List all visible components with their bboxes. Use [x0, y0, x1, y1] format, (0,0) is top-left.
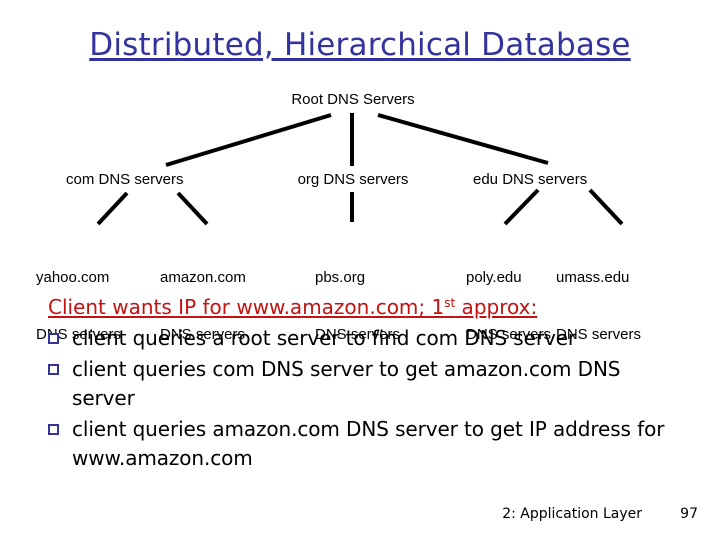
tree-node-com: com DNS servers	[66, 171, 184, 188]
list-item: client queries a root server to find com…	[48, 324, 688, 353]
footer-chapter-label: 2: Application Layer	[502, 506, 642, 522]
tree-node-amazon-line2: DNS servers	[160, 326, 246, 343]
tree-node-pbs-line2: DNS servers	[315, 326, 401, 343]
body-heading-post: approx:	[455, 295, 538, 319]
footer-page-number: 97	[680, 506, 698, 522]
tree-node-umass: umass.edu DNS servers	[556, 230, 680, 382]
dns-hierarchy-diagram: Root DNS Servers com DNS servers org DNS…	[0, 84, 720, 343]
list-item-label: client queries a root server to find com…	[72, 326, 577, 350]
slide-footer: 2: Application Layer 97	[0, 505, 720, 525]
tree-node-amazon-line1: amazon.com	[160, 269, 246, 286]
square-bullet-icon	[48, 424, 59, 435]
tree-node-pbs: pbs.org DNS servers	[315, 230, 435, 382]
body-heading-pre: Client wants IP for www.amazon.com; 1	[48, 295, 445, 319]
tree-node-poly-line2: DNS servers	[466, 326, 552, 343]
tree-node-umass-line1: umass.edu	[556, 269, 630, 286]
tree-node-root: Root DNS Servers	[291, 91, 415, 108]
tree-node-amazon: amazon.com DNS servers	[160, 230, 274, 382]
list-item-label: client queries amazon.com DNS server to …	[72, 417, 665, 470]
list-item: client queries com DNS server to get ama…	[48, 355, 688, 413]
tree-node-org: org DNS servers	[297, 171, 409, 188]
body-heading: Client wants IP for www.amazon.com; 1st …	[48, 294, 688, 320]
body-content: Client wants IP for www.amazon.com; 1st …	[48, 294, 688, 473]
tree-node-edu: edu DNS servers	[473, 171, 588, 188]
tree-node-poly-line1: poly.edu	[466, 269, 522, 286]
square-bullet-icon	[48, 333, 59, 344]
page-title: Distributed, Hierarchical Database	[89, 27, 631, 63]
tree-connector-lines	[96, 113, 624, 226]
list-item: client queries amazon.com DNS server to …	[48, 415, 688, 473]
square-bullet-icon	[48, 364, 59, 375]
tree-node-poly: poly.edu DNS servers	[466, 230, 576, 382]
tree-node-yahoo-line1: yahoo.com	[36, 269, 110, 286]
tree-node-umass-line2: DNS servers	[556, 326, 642, 343]
body-heading-superscript: st	[444, 296, 456, 310]
list-item-label: client queries com DNS server to get ama…	[72, 357, 621, 410]
tree-node-pbs-line1: pbs.org	[315, 269, 366, 286]
